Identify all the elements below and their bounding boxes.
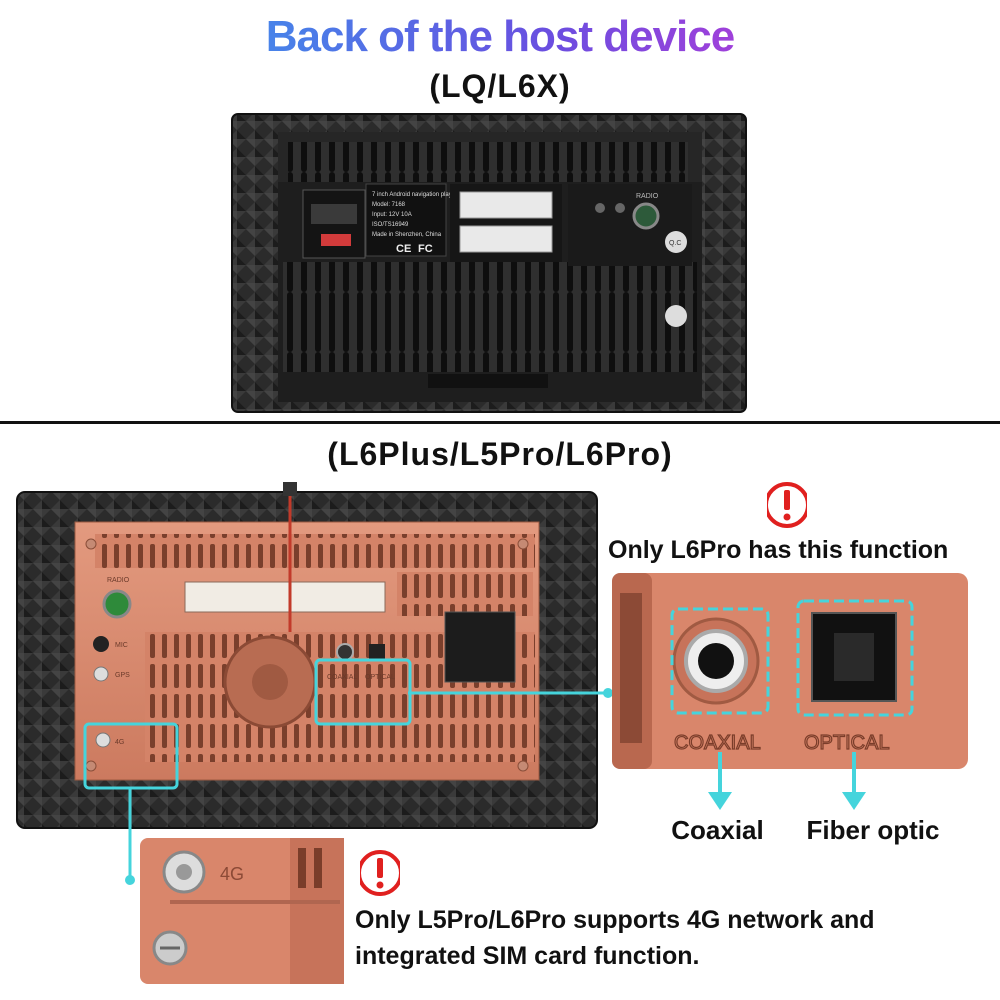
4g-note-line-1: Only L5Pro/L6Pro supports 4G network and <box>355 906 875 934</box>
port-label-radio: RADIO <box>107 577 130 584</box>
model-label-l6plus-l5pro-l6pro: (L6Plus/L5Pro/L6Pro) <box>327 436 673 472</box>
device-label-line: Input: 12V 10A <box>372 212 412 218</box>
arrow-down-icon <box>842 752 866 810</box>
coaxial-caption: Coaxial <box>671 815 764 845</box>
warning-icon <box>360 850 400 896</box>
model-label-lq-l6x: (LQ/L6X) <box>429 68 571 104</box>
arrow-down-icon <box>708 752 732 810</box>
ce-mark: CE <box>396 243 411 255</box>
radio-label: RADIO <box>636 193 659 200</box>
device-label-line: ISO/TS16949 <box>372 222 409 228</box>
port-label-optical: OPTICAL <box>365 674 395 681</box>
port-label-4g: 4G <box>115 739 124 746</box>
page-title: Back of the host device <box>0 12 1000 62</box>
device-label-line: 7 inch Android navigation player <box>372 192 457 198</box>
fiber-optic-caption: Fiber optic <box>806 815 940 845</box>
port-label-gps: GPS <box>115 672 130 679</box>
4g-note-line-2: integrated SIM card function. <box>355 942 700 970</box>
4g-port-zoom: 4G <box>140 838 344 984</box>
4g-zoom-label: 4G <box>220 864 244 884</box>
audio-ports-zoom: COAXIAL OPTICAL <box>612 573 968 769</box>
section-divider <box>0 421 1000 424</box>
device-label-line: Made in Shenzhen, China <box>372 232 442 238</box>
device-label-line: Model: 7168 <box>372 202 406 208</box>
coaxial-zoom-label: COAXIAL <box>674 732 761 754</box>
l6pro-function-note: Only L6Pro has this function <box>608 536 949 564</box>
port-label-coaxial: COAXIAL <box>327 674 357 681</box>
qc-sticker: Q.C <box>669 240 681 247</box>
fc-mark: FC <box>418 243 433 255</box>
port-label-mic: MIC <box>115 642 128 649</box>
optical-zoom-label: OPTICAL <box>804 732 890 754</box>
bottom-device-back: RADIO MIC GPS 4G COAXIAL OPTICAL <box>16 482 598 829</box>
warning-icon <box>767 482 807 528</box>
top-device-back: 7 inch Android navigation player Model: … <box>231 113 747 413</box>
